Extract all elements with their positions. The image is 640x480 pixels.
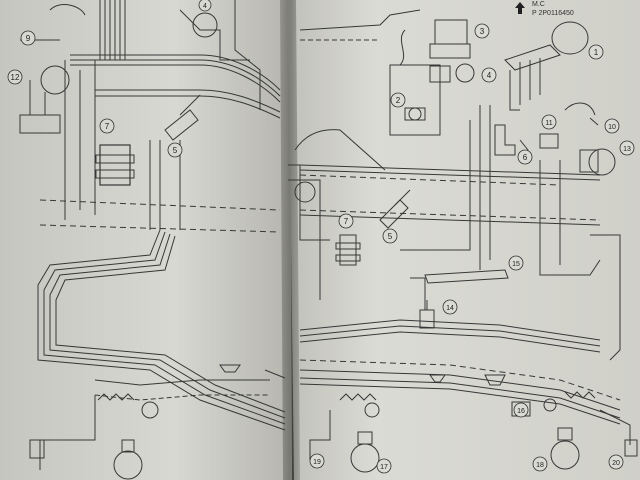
callout-18: 18 xyxy=(532,456,548,472)
callout-label: 13 xyxy=(623,146,631,153)
callout-label: 6 xyxy=(523,153,528,162)
callout-label: 20 xyxy=(612,460,620,467)
callout-7: 7 xyxy=(338,213,354,229)
callout-5: 5 xyxy=(382,228,398,244)
callout-label: 14 xyxy=(446,305,454,312)
callout-label: 5 xyxy=(173,146,178,155)
book-spine xyxy=(280,0,300,480)
callout-label: 2 xyxy=(396,96,401,105)
callout-14: 14 xyxy=(442,299,458,315)
callout-label: 12 xyxy=(11,73,20,82)
callout-13: 13 xyxy=(619,140,635,156)
callout-label: 9 xyxy=(26,34,31,43)
ref-line-1: M.C xyxy=(532,1,545,8)
callout-2: 2 xyxy=(390,92,406,108)
arrow-up-icon xyxy=(515,2,525,14)
callout-label: 18 xyxy=(536,462,544,469)
callout-9: 9 xyxy=(20,30,36,46)
callout-12: 12 xyxy=(7,69,23,85)
right-wiring-diagram xyxy=(288,9,638,473)
callout-19: 19 xyxy=(309,453,325,469)
callout-16: 16 xyxy=(513,402,529,418)
callout-label: 7 xyxy=(344,217,349,226)
callout-label: 11 xyxy=(545,120,552,127)
callout-17: 17 xyxy=(376,458,392,474)
callout-5: 5 xyxy=(167,142,183,158)
right-header: M.C P 2P0116450 xyxy=(515,1,574,17)
callout-20: 20 xyxy=(608,454,624,470)
callout-7: 7 xyxy=(99,118,115,134)
left-callouts: 9 12 7 5 4 xyxy=(7,0,212,158)
callout-label: 7 xyxy=(105,122,110,131)
callout-label: 5 xyxy=(388,232,393,241)
callout-label: 4 xyxy=(487,71,492,80)
callout-label: 17 xyxy=(380,464,388,471)
callout-label: 4 xyxy=(203,3,207,10)
right-callouts: 1 2 3 4 5 6 7 10 xyxy=(309,23,635,474)
left-page xyxy=(0,0,292,480)
callout-3: 3 xyxy=(474,23,490,39)
callout-label: 19 xyxy=(313,459,321,466)
callout-label: 3 xyxy=(480,27,485,36)
left-wiring-diagram xyxy=(19,0,286,480)
callout-4: 4 xyxy=(198,0,212,12)
callout-4: 4 xyxy=(481,67,497,83)
callout-6: 6 xyxy=(517,149,533,165)
callout-label: 16 xyxy=(517,408,525,415)
callout-1: 1 xyxy=(588,44,604,60)
callout-label: 15 xyxy=(512,261,520,268)
callout-10: 10 xyxy=(604,118,620,134)
ref-line-2: P 2P0116450 xyxy=(532,10,574,17)
callout-label: 1 xyxy=(594,48,599,57)
callout-11: 11 xyxy=(541,114,557,130)
callout-15: 15 xyxy=(508,255,524,271)
callout-label: 10 xyxy=(608,124,616,131)
